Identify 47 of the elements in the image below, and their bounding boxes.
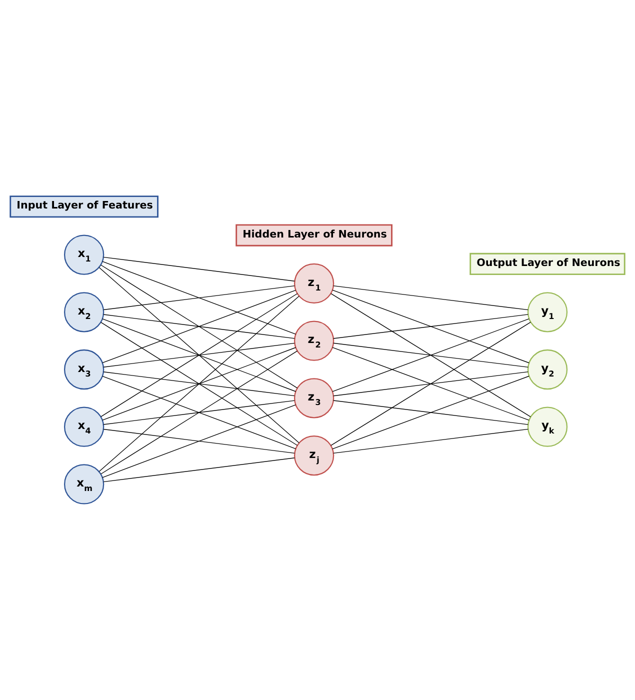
connector (100, 350, 298, 474)
connector (102, 347, 296, 421)
connector (333, 428, 528, 454)
connector (100, 264, 298, 388)
connector (330, 293, 531, 418)
node-circle: z$_{3}$ (294, 378, 334, 418)
connector (103, 400, 295, 425)
node-circle: x$_{2}$ (64, 292, 104, 332)
connector (100, 293, 298, 417)
connector (333, 314, 528, 339)
connector (102, 376, 296, 450)
connector (332, 376, 530, 450)
connector (103, 458, 295, 482)
node-circle: y$_{2}$ (527, 349, 568, 390)
node-circle: y$_{k}$ (527, 406, 568, 447)
node-circle: z$_{j}$ (294, 435, 334, 476)
connector (102, 404, 296, 478)
connector (333, 400, 528, 425)
node-box: Input Layer of Features (10, 196, 158, 218)
node-box: Output Layer of Neurons (470, 252, 626, 276)
node-circle: x$_{m}$ (64, 464, 104, 504)
connector (103, 286, 295, 310)
connector (103, 342, 295, 368)
connector (330, 322, 531, 446)
node-circle: x$_{4}$ (64, 406, 104, 447)
connector (103, 428, 295, 454)
node-circle: x$_{3}$ (64, 349, 104, 390)
node-box: Hidden Layer of Neurons (236, 224, 392, 246)
node-circle: z$_{1}$ (294, 263, 334, 304)
connector (332, 290, 530, 364)
connector (102, 318, 296, 392)
connector (103, 256, 295, 282)
connector (332, 318, 530, 392)
connector (333, 371, 528, 396)
node-circle: x$_{1}$ (64, 234, 104, 275)
connector (98, 267, 300, 444)
connector (333, 342, 528, 368)
connector (100, 322, 298, 446)
connector (102, 290, 296, 364)
connector (333, 285, 528, 310)
connector (103, 372, 295, 396)
connector (103, 314, 295, 339)
connector (102, 261, 296, 334)
connector (98, 296, 300, 472)
connector (332, 347, 530, 421)
node-circle: y$_{1}$ (527, 292, 568, 332)
node-circle: z$_{2}$ (294, 320, 334, 361)
